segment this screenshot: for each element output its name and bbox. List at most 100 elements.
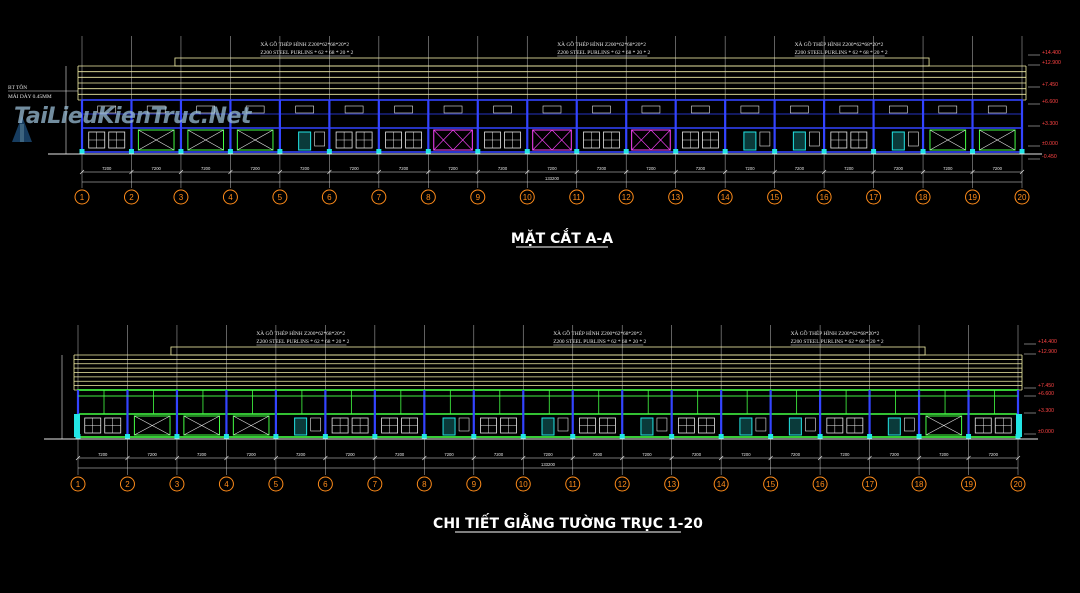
- personnel-door: [298, 131, 312, 151]
- rolling-door: [236, 129, 274, 151]
- personnel-door: [442, 417, 456, 436]
- dimension-tick: [619, 455, 625, 461]
- axis-bubble: [222, 189, 238, 205]
- axis-bubble: [569, 189, 585, 205]
- dimension-text: 7200: [345, 452, 355, 457]
- column-base-plate: [277, 149, 283, 154]
- axis-label: 5: [274, 480, 279, 489]
- axis-bubble: [763, 476, 779, 492]
- axis-label: 8: [422, 480, 427, 489]
- column-base-plate: [916, 434, 922, 439]
- dimension-text: 7200: [642, 452, 652, 457]
- purlin-label-en: Z200 STEEL PURLINS * 62 * 68 * 20 * 2: [260, 50, 353, 56]
- door-cross: [631, 129, 652, 151]
- dimension-text: 7200: [102, 166, 112, 171]
- purlin-label-en: Z200 STEEL PURLINS * 62 * 68 * 20 * 2: [553, 339, 646, 345]
- column-base-plate: [669, 434, 675, 439]
- axis-label: 3: [179, 193, 184, 202]
- axis-label: 18: [915, 480, 924, 489]
- roof-monitor: [170, 346, 926, 356]
- door-cross: [532, 129, 553, 151]
- axis-bubble: [317, 476, 333, 492]
- dimension-text: 7200: [745, 166, 755, 171]
- louver-window: [344, 105, 364, 114]
- dimension-text: 7200: [498, 166, 508, 171]
- axis-label: 17: [869, 193, 878, 202]
- axis-label: 17: [865, 480, 874, 489]
- dimension-tick: [178, 169, 184, 175]
- column-base-plate: [966, 434, 972, 439]
- axis-bubble: [515, 476, 531, 492]
- axis-bubble: [767, 189, 783, 205]
- column-base-plate: [673, 149, 679, 154]
- dimension-tick: [867, 455, 872, 461]
- dimension-tick: [79, 169, 85, 175]
- personnel-door: [739, 417, 753, 436]
- dimension-text: 7200: [399, 166, 409, 171]
- axis-bubble: [915, 189, 931, 205]
- axis-label: 10: [523, 193, 532, 202]
- column-base-plate: [623, 149, 629, 154]
- door-cross: [134, 415, 171, 436]
- personnel-door: [743, 131, 757, 151]
- roof-monitor: [174, 57, 930, 67]
- door-cross: [929, 129, 966, 151]
- dimension-tick: [722, 169, 728, 175]
- column-base-plate: [273, 434, 279, 439]
- rolling-door: [232, 415, 270, 436]
- column-base-plate: [471, 434, 477, 439]
- column-base-plate: [421, 434, 427, 439]
- axis-label: 4: [224, 480, 229, 489]
- sliding-door: [433, 129, 473, 151]
- window: [809, 131, 820, 147]
- personnel-door: [792, 131, 806, 151]
- window: [755, 417, 767, 432]
- dimension-tick: [718, 455, 724, 461]
- dimension-text: 7200: [741, 452, 751, 457]
- dimension-text: 7200: [444, 452, 454, 457]
- axis-label: 18: [919, 193, 928, 202]
- axis-label: 6: [327, 193, 332, 202]
- louver-window: [790, 105, 809, 114]
- end-column-detail: [1016, 414, 1022, 437]
- dimension-tick: [1019, 169, 1025, 175]
- axis-bubble: [371, 189, 387, 205]
- axis-bubble: [713, 476, 729, 492]
- column-base-plate: [128, 149, 134, 154]
- axis-label: 1: [76, 480, 81, 489]
- door-cross: [233, 415, 270, 436]
- dimension-text: 7200: [894, 166, 904, 171]
- rolling-door: [925, 415, 963, 436]
- dimension-tick: [273, 455, 279, 461]
- dimension-text: 7200: [993, 166, 1003, 171]
- roof-note: MÁI DÀY 0.45MM: [8, 92, 52, 100]
- axis-label: 14: [721, 193, 730, 202]
- column-base-plate: [821, 149, 827, 154]
- door-cross: [138, 129, 175, 151]
- rolling-door: [929, 129, 967, 151]
- louver-window: [592, 105, 611, 114]
- door-cross: [650, 129, 671, 151]
- dimension-text: 7200: [890, 452, 900, 457]
- louver-window: [938, 105, 958, 114]
- dimension-text: 7200: [840, 452, 850, 457]
- dimension-tick: [372, 455, 378, 461]
- axis-label: 14: [717, 480, 726, 489]
- louver-window: [691, 105, 710, 114]
- axis-label: 1: [80, 193, 85, 202]
- axis-label: 4: [228, 193, 233, 202]
- door-cross: [237, 129, 274, 151]
- louver-window: [889, 105, 908, 114]
- dimension-text: 7200: [494, 452, 504, 457]
- dimension-tick: [821, 169, 827, 175]
- dimension-text: 7200: [98, 452, 108, 457]
- louver-window: [295, 105, 314, 114]
- level-mark: +12.900: [1042, 60, 1061, 66]
- sliding-door: [631, 129, 671, 151]
- dimension-text: 7200: [597, 166, 607, 171]
- dimension-text: 7200: [939, 452, 949, 457]
- dimension-tick: [673, 169, 678, 175]
- door-cross: [551, 129, 572, 151]
